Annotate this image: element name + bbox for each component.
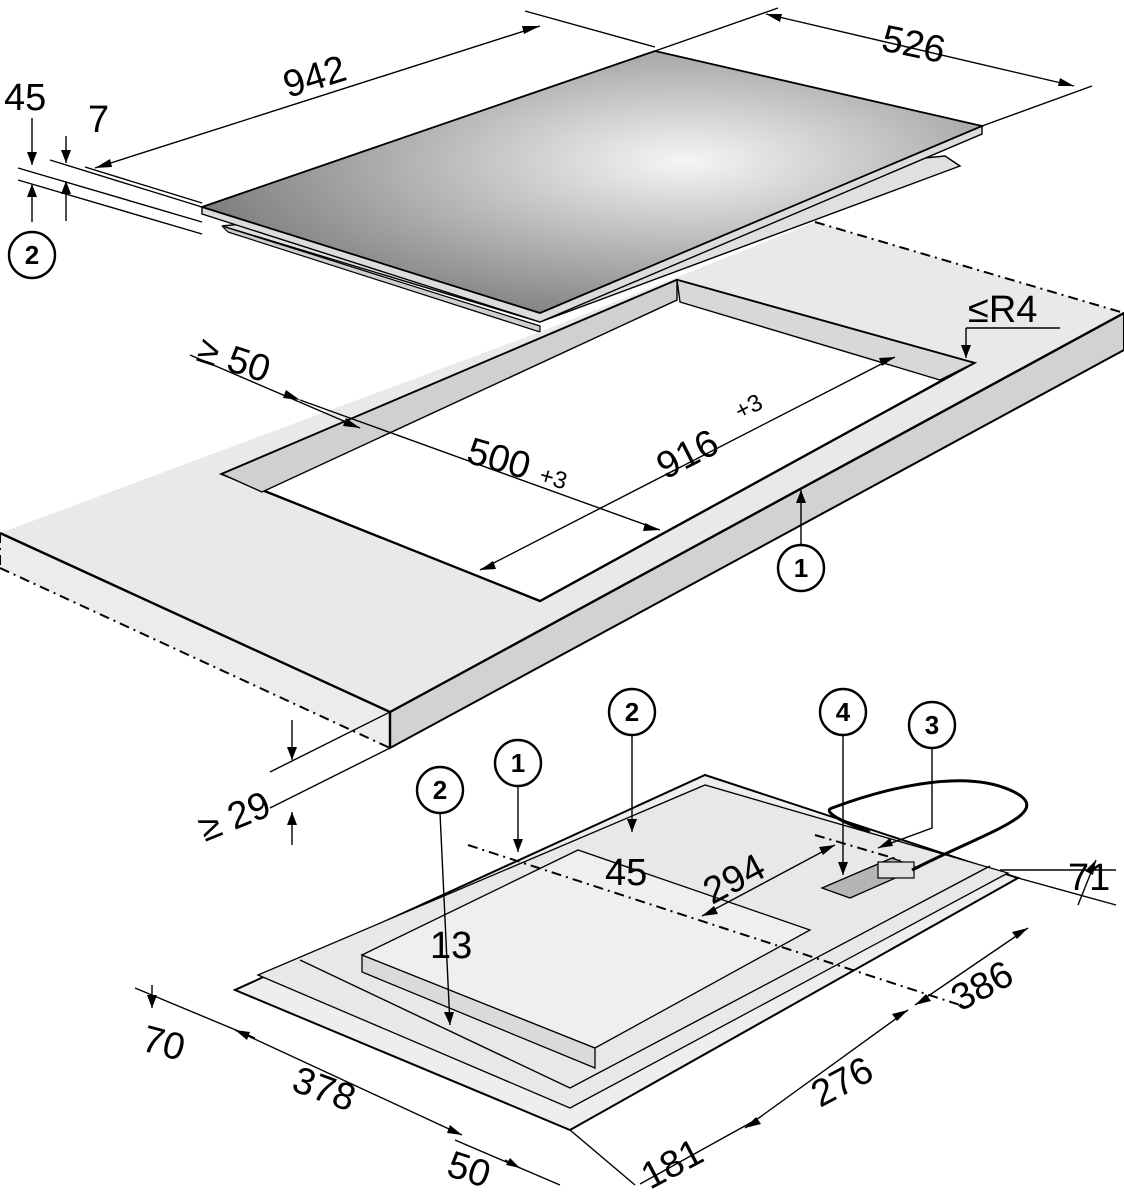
dimension-7-label: 7	[88, 99, 109, 141]
dimension-45-label: 45	[4, 77, 46, 119]
worktop-front-edge	[0, 533, 390, 748]
terminal-block	[877, 861, 915, 879]
cooktop-frame-lower	[221, 225, 541, 333]
underside-inner-frame	[299, 865, 991, 1089]
underside-callout-2a-label: 2	[625, 697, 639, 727]
cooktop-top-view	[199, 50, 985, 333]
dimension-corner-radius-label: ≤R4	[968, 289, 1037, 331]
dimension-min-29-label: ≥ 29	[193, 784, 277, 851]
underside-callout-3-label: 3	[925, 710, 939, 740]
underside-callout-2b-label: 2	[433, 775, 447, 805]
cooktop-underside	[232, 773, 1029, 1132]
power-cable	[827, 779, 1029, 872]
dimension-942-label: 942	[278, 48, 351, 107]
underside-dim-386: 386	[945, 953, 1021, 1020]
dimension-min-50-label: ≥ 50	[192, 329, 275, 392]
underside-dim-181: 181	[635, 1131, 711, 1198]
callout-1-worktop-label: 1	[794, 553, 808, 583]
dimension-corner-radius: ≤R4	[961, 289, 1060, 358]
underside-dim-71: 71	[1068, 857, 1110, 899]
underside-dim-50: 50	[442, 1144, 495, 1197]
callout-circle-2-top	[7, 230, 57, 280]
underside-dim-13: 13	[430, 925, 472, 967]
dimension-526-label: 526	[878, 18, 949, 72]
underside-dim-45: 45	[605, 852, 647, 894]
cutout-inner-wall-right	[676, 279, 976, 381]
underside-raised-block-top	[360, 849, 812, 1049]
worktop	[0, 221, 1124, 750]
cutout-inner-wall-back	[220, 278, 678, 493]
callout-1-worktop: 1	[776, 490, 826, 593]
dimension-526: 526	[654, 7, 1093, 127]
underside-callouts: 1 2 2 4 3	[415, 687, 957, 1026]
underside-callout-1-label: 1	[511, 748, 525, 778]
underside-dim-70: 70	[138, 1018, 190, 1070]
dimension-height: 45 7 2	[4, 77, 203, 280]
underside-dim-378: 378	[287, 1059, 361, 1120]
underside-dim-276: 276	[805, 1049, 881, 1116]
underside-callout-4-label: 4	[836, 697, 851, 727]
callout-2-top-label: 2	[25, 240, 39, 270]
